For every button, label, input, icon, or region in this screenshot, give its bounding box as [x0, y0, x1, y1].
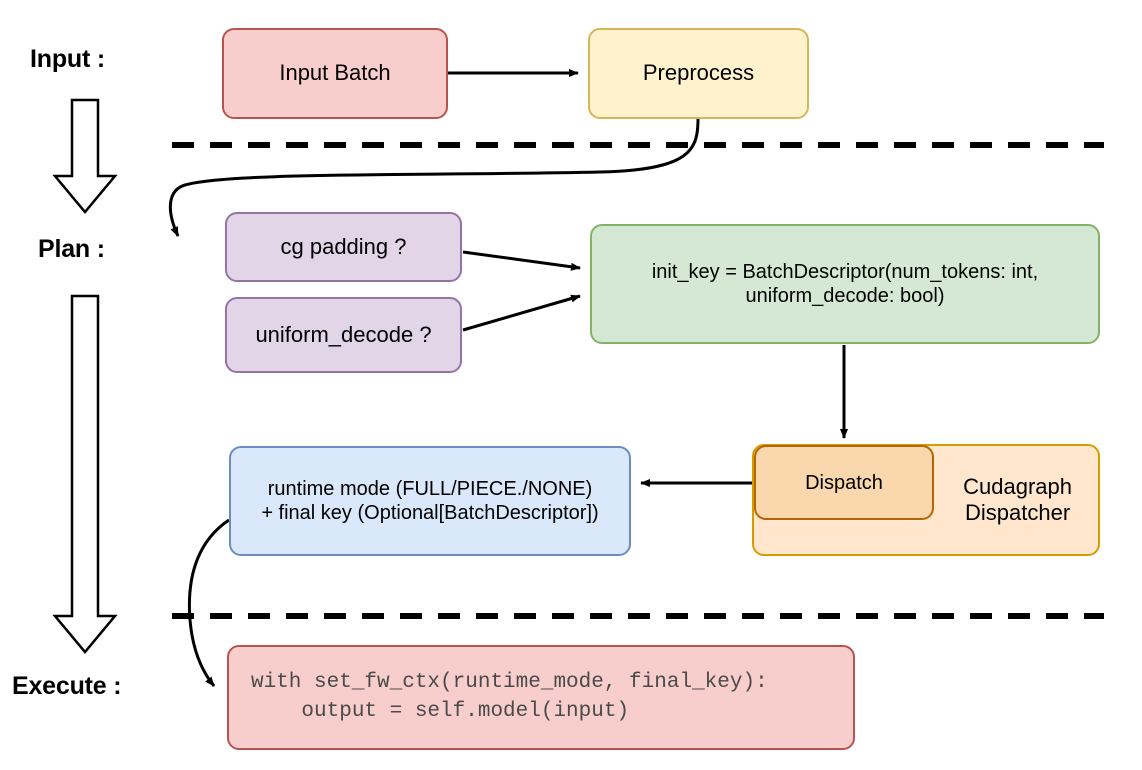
arrow-runtime-mode-to-execute-code: [187, 518, 230, 687]
arrow-cg-padding-to-init-key: [462, 250, 581, 271]
arrow-uniform-decode-to-init-key: [462, 294, 581, 332]
stage-label-plan: Plan :: [38, 235, 105, 263]
node-execute-code[interactable]: with set_fw_ctx(runtime_mode, final_key)…: [227, 645, 855, 750]
stage-label-execute: Execute :: [12, 672, 122, 700]
block-arrow-plan-to-execute: [52, 294, 118, 654]
block-arrow-input-to-plan: [52, 98, 118, 214]
node-preprocess[interactable]: Preprocess: [588, 28, 809, 119]
node-uniform-decode[interactable]: uniform_decode ?: [225, 297, 462, 373]
node-dispatch[interactable]: Dispatch: [754, 445, 934, 520]
stage-label-input: Input :: [30, 45, 105, 73]
node-cg-padding[interactable]: cg padding ?: [225, 212, 462, 282]
node-init-key[interactable]: init_key = BatchDescriptor(num_tokens: i…: [590, 224, 1100, 344]
node-runtime-mode[interactable]: runtime mode (FULL/PIECE./NONE) + final …: [229, 446, 631, 556]
node-input-batch[interactable]: Input Batch: [222, 28, 448, 119]
